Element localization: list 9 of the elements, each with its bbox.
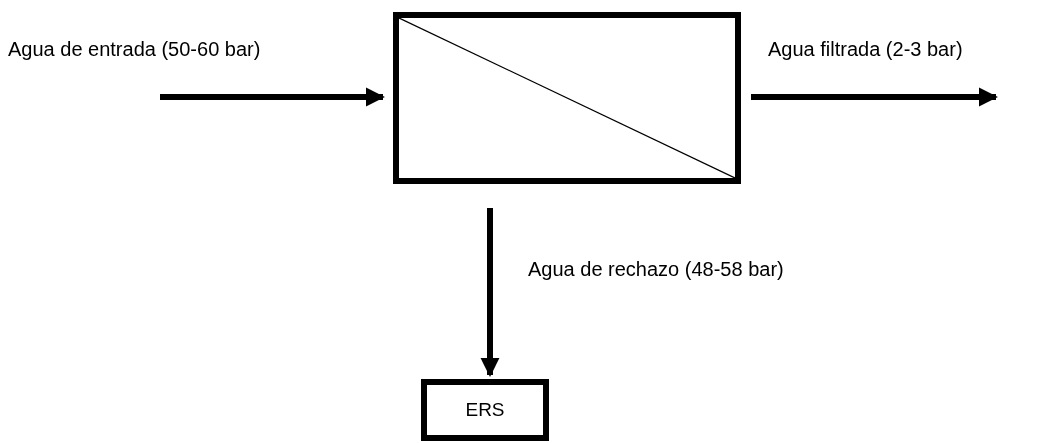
edge-label: Agua de entrada (50-60 bar) bbox=[8, 38, 261, 61]
process-box bbox=[421, 379, 549, 441]
edge-label: Agua filtrada (2-3 bar) bbox=[768, 38, 963, 61]
node-label: ERS bbox=[465, 399, 505, 421]
arrow bbox=[751, 87, 998, 107]
arrow bbox=[480, 208, 500, 377]
edge-label: Agua de rechazo (48-58 bar) bbox=[528, 258, 784, 281]
membrane-box bbox=[393, 12, 741, 184]
arrow bbox=[160, 87, 385, 107]
